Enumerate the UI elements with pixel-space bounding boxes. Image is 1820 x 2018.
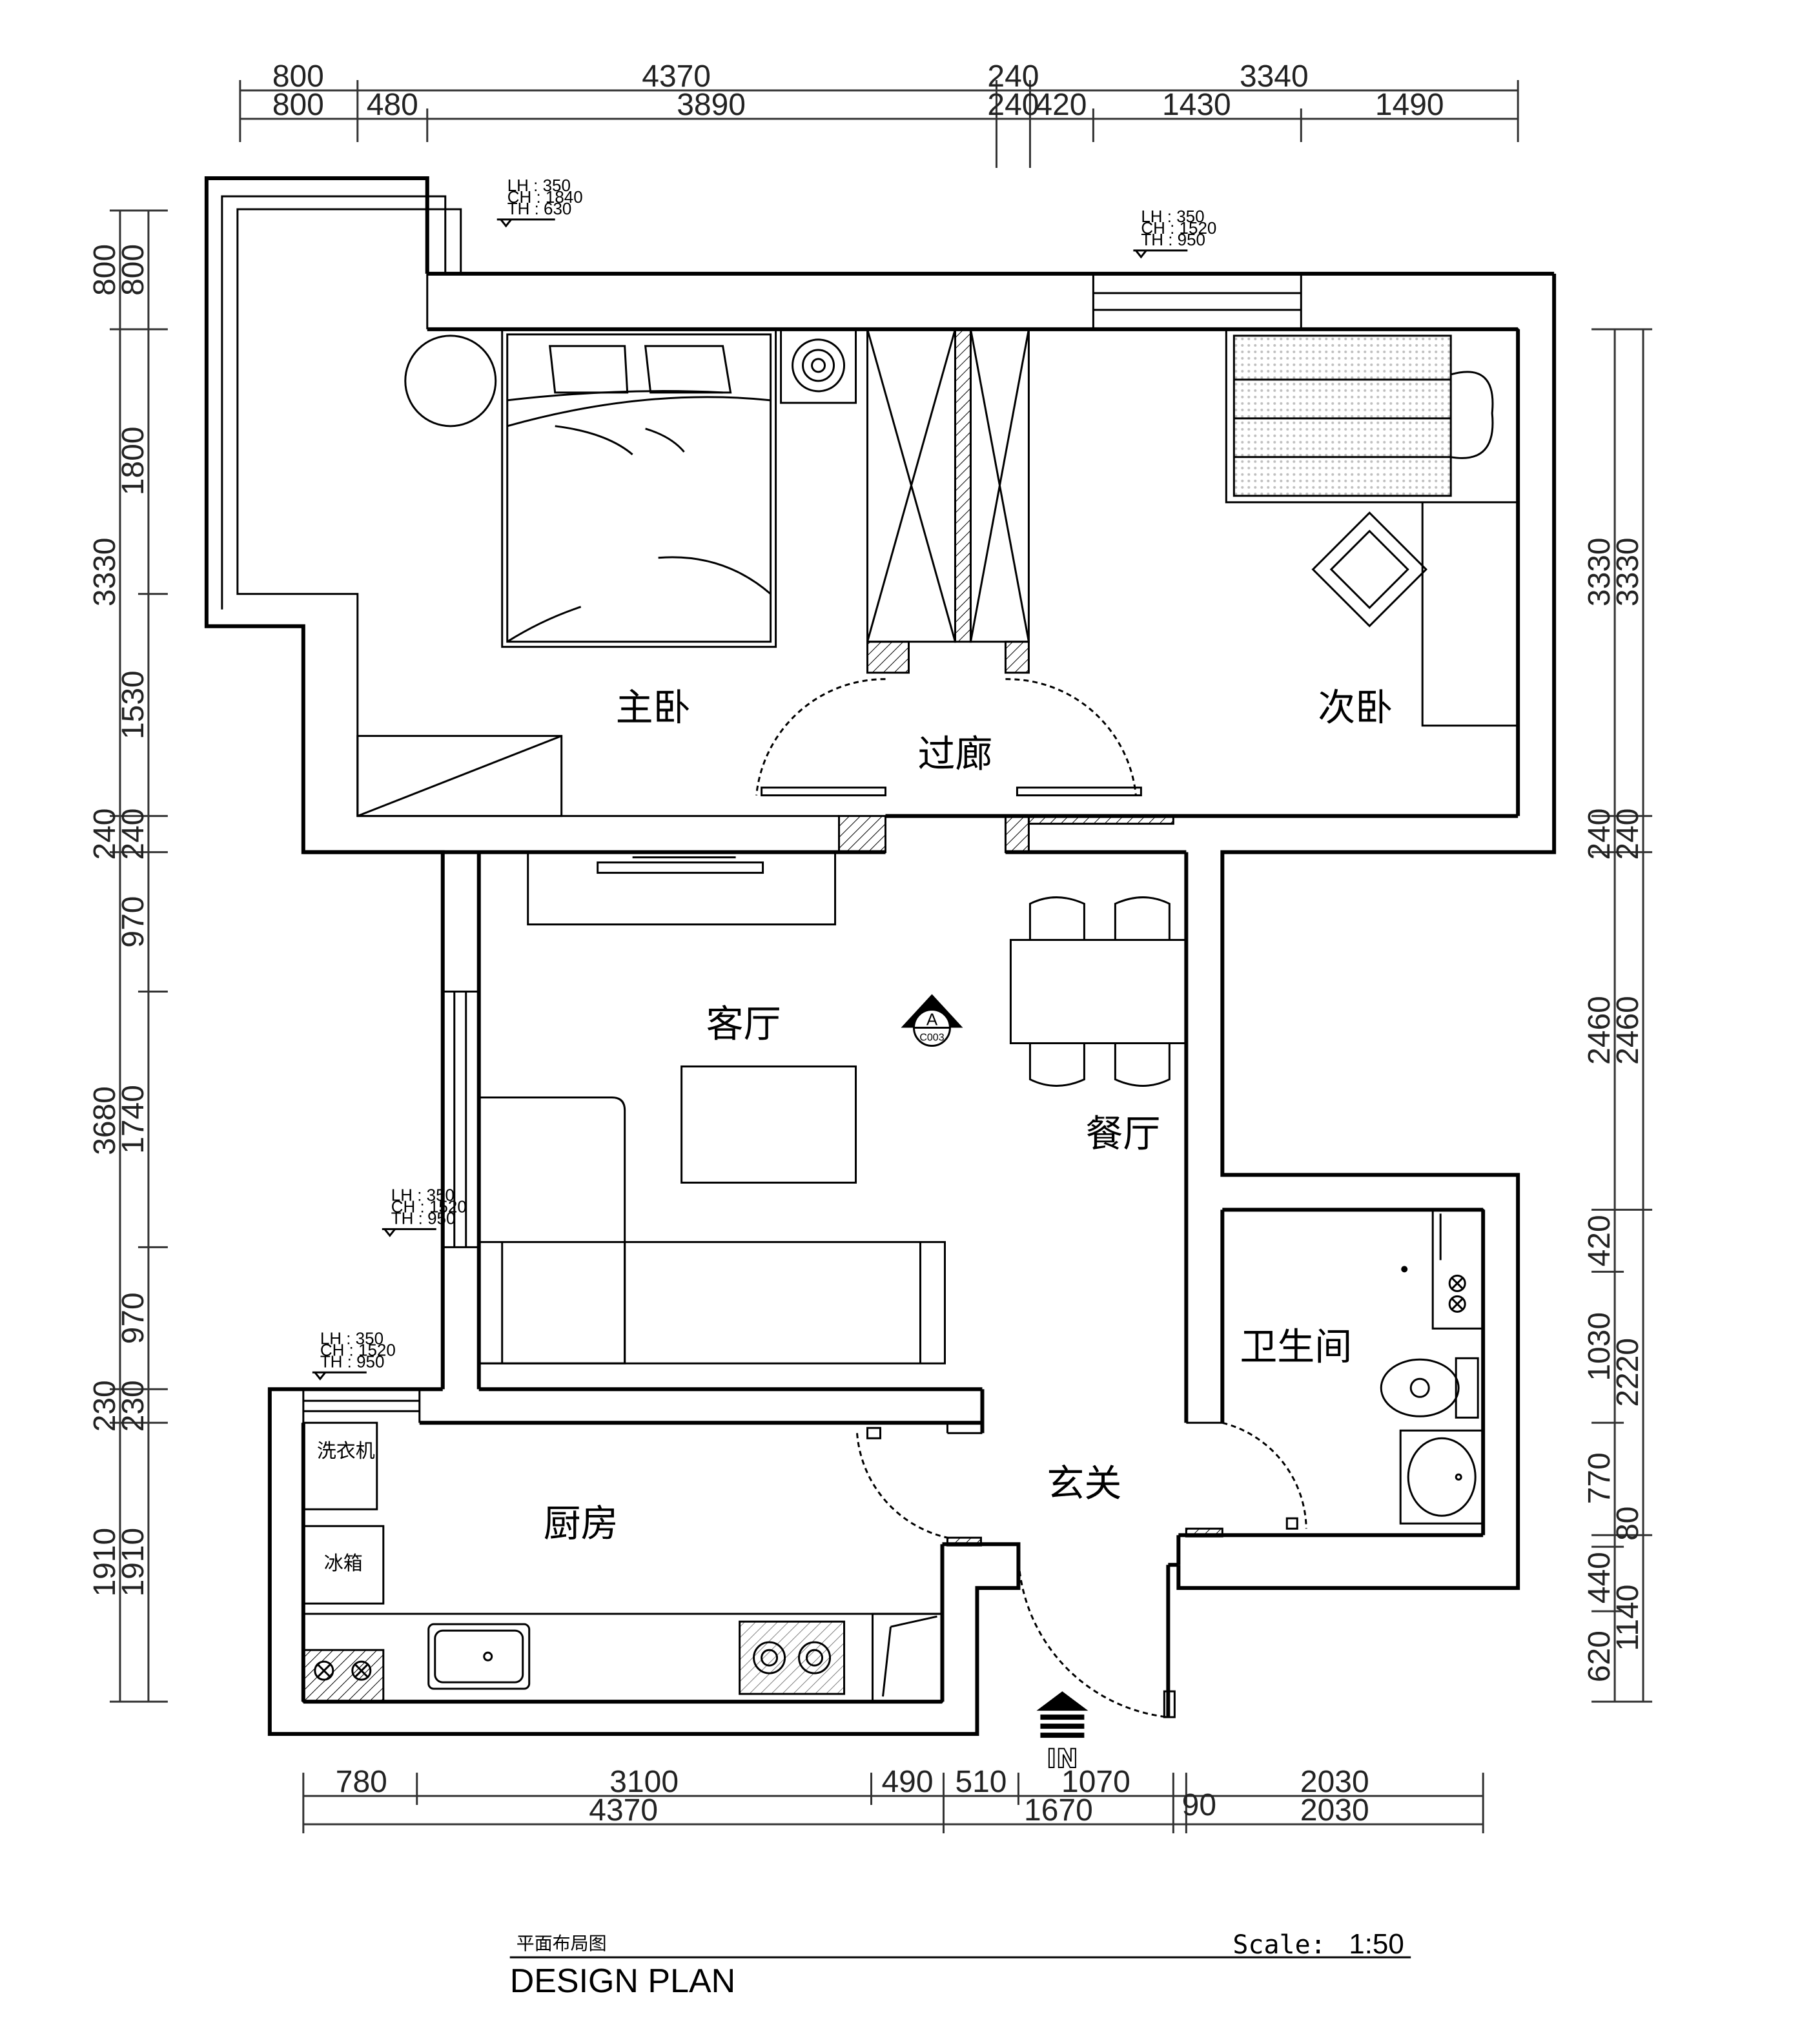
dim-top2-1: 800	[272, 88, 324, 122]
dim-bottom-6: 2030	[1300, 1765, 1369, 1799]
dim-left-6: 1910	[88, 1528, 122, 1597]
label-washing-machine: 洗衣机	[317, 1440, 375, 1463]
dim-right-5: 1140	[1611, 1585, 1645, 1651]
dimension-lines	[109, 80, 1653, 1834]
dim-right2-4: 420	[1582, 1215, 1617, 1266]
furniture	[302, 328, 1519, 1703]
dim-left2-6: 1740	[116, 1085, 150, 1154]
dim-bottom2-4: 2030	[1300, 1793, 1369, 1828]
dim-right2-8: 440	[1582, 1552, 1617, 1603]
svg-text:CH : 1520: CH : 1520	[391, 1197, 467, 1216]
dining-chairs	[1028, 896, 1171, 1087]
dim-bottom-5: 1070	[1061, 1765, 1130, 1799]
svg-text:LH : 350: LH : 350	[507, 176, 571, 195]
svg-text:LH : 350: LH : 350	[391, 1185, 455, 1204]
dim-right2-3: 2460	[1611, 996, 1645, 1065]
dim-right-2: 240	[1582, 808, 1617, 860]
svg-text:TH : 950: TH : 950	[1141, 230, 1205, 249]
dim-right2-2: 240	[1611, 808, 1645, 860]
dim-right2-5: 1030	[1582, 1312, 1617, 1381]
dim-top2-4: 240	[987, 88, 1039, 122]
entry-label: IN	[1047, 1744, 1078, 1774]
dim-bottom2-2: 1670	[1024, 1793, 1093, 1828]
svg-text:LH : 350: LH : 350	[320, 1328, 383, 1348]
room-corridor: 过廊	[917, 732, 992, 776]
dim-top2-6: 1430	[1162, 88, 1231, 122]
dim-left2-3: 1530	[116, 670, 150, 739]
doors	[755, 678, 1307, 1718]
room-second-bedroom: 次卧	[1318, 686, 1393, 730]
dim-bottom-1: 780	[336, 1765, 387, 1799]
svg-text:TH : 950: TH : 950	[320, 1352, 385, 1371]
dim-right-1: 3330	[1582, 537, 1617, 606]
dim-left-4: 3680	[88, 1086, 122, 1155]
dim-left2-4: 240	[116, 808, 150, 860]
svg-text:CH : 1520: CH : 1520	[320, 1340, 396, 1359]
scale-value: 1:50	[1349, 1928, 1404, 1960]
dim-top2-7: 1490	[1375, 88, 1444, 122]
room-master-bedroom: 主卧	[616, 686, 691, 730]
room-entrance: 玄关	[1047, 1461, 1121, 1505]
dim-bottom2-3: 90	[1182, 1788, 1216, 1822]
dim-left2-1: 800	[116, 244, 150, 296]
dim-bottom-2: 3100	[609, 1765, 679, 1799]
room-bathroom: 卫生间	[1240, 1324, 1352, 1368]
window-tag-2: LH : 350 CH : 1520 TH : 950	[1133, 207, 1216, 259]
dim-top-4: 3340	[1240, 59, 1309, 94]
dim-left-1: 800	[88, 244, 122, 296]
dim-right-4: 2220	[1611, 1338, 1645, 1407]
section-ref: C003	[919, 1032, 944, 1043]
dim-right-3: 2460	[1582, 996, 1617, 1065]
title-block: 平面布局图 DESIGN PLAN Scale: 1:50	[510, 1928, 1411, 2000]
label-fridge: 冰箱	[324, 1552, 363, 1575]
section-marker: A C003	[901, 994, 963, 1047]
dim-top2-2: 480	[367, 88, 418, 122]
dim-right2-9: 620	[1582, 1631, 1617, 1682]
dim-left-2: 3330	[88, 537, 122, 606]
window-tag-3: LH : 350 CH : 1520 TH : 950	[382, 1185, 467, 1237]
dim-left2-7: 970	[116, 1292, 150, 1344]
svg-text:CH : 1840: CH : 1840	[507, 187, 583, 207]
dim-left2-9: 1910	[116, 1528, 150, 1597]
dim-top2-5: 420	[1035, 88, 1087, 122]
dim-bottom-3: 490	[881, 1765, 933, 1799]
section-letter: A	[926, 1009, 938, 1029]
svg-text:LH : 350: LH : 350	[1141, 207, 1204, 226]
dim-right2-1: 3330	[1611, 537, 1645, 606]
dim-left-3: 240	[88, 808, 122, 860]
dim-right2-6: 770	[1582, 1452, 1617, 1504]
room-dining-room: 餐厅	[1085, 1111, 1160, 1155]
svg-text:CH : 1520: CH : 1520	[1141, 218, 1216, 238]
room-kitchen: 厨房	[544, 1501, 619, 1545]
dim-top-3: 240	[987, 59, 1039, 94]
window-tag-1: LH : 350 CH : 1840 TH : 630	[496, 176, 583, 228]
entry-arrow-icon	[1036, 1691, 1089, 1738]
window-tag-4: LH : 350 CH : 1520 TH : 950	[312, 1328, 396, 1381]
dim-right2-7: 80	[1611, 1507, 1645, 1541]
dim-top-2: 4370	[642, 59, 711, 94]
dim-left2-5: 970	[116, 896, 150, 948]
dim-top-1: 800	[272, 59, 324, 94]
scale-label: Scale:	[1232, 1930, 1325, 1960]
room-living-room: 客厅	[706, 1002, 781, 1045]
dim-left2-8: 230	[116, 1380, 150, 1432]
dim-left-5: 230	[88, 1380, 122, 1432]
svg-text:TH : 950: TH : 950	[391, 1208, 456, 1228]
dim-left2-2: 1800	[116, 426, 150, 495]
dim-bottom-4: 510	[955, 1765, 1007, 1799]
dim-top2-3: 3890	[677, 88, 746, 122]
svg-text:TH : 630: TH : 630	[507, 199, 572, 218]
dim-bottom2-1: 4370	[589, 1793, 658, 1828]
title-chinese: 平面布局图	[516, 1933, 607, 1954]
title-english: DESIGN PLAN	[510, 1962, 735, 2000]
